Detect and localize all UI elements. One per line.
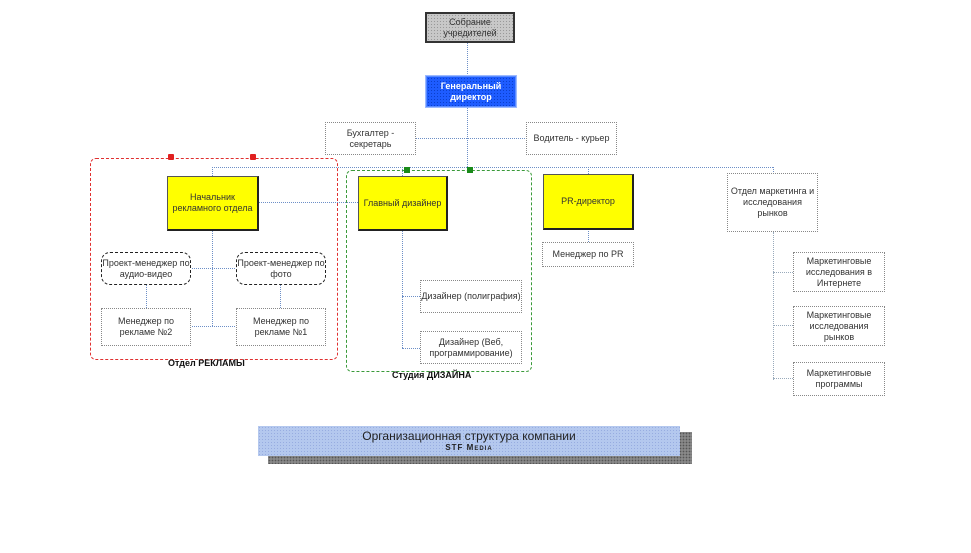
- connector-marketing-internet: [773, 272, 793, 273]
- title-banner: Организационная структура компании STF M…: [258, 426, 680, 456]
- connector-marketing: [773, 167, 774, 176]
- connector-pm-photo-manager1: [280, 285, 281, 308]
- connector-pm-row: [190, 268, 235, 269]
- connector-ad-design: [259, 202, 360, 203]
- node-pr-director[interactable]: PR-директор: [543, 174, 634, 230]
- connector-design-vertical: [402, 230, 403, 348]
- connector-designer-print: [402, 296, 420, 297]
- diagram-title: Организационная структура компании: [362, 429, 576, 443]
- ad-group-handle-left: [168, 154, 174, 160]
- node-marketing-market[interactable]: Маркетинговые исследования рынков: [793, 306, 885, 346]
- connector-pm-av-manager2: [146, 285, 147, 308]
- connector-ad-head: [212, 167, 213, 176]
- design-group-handle-right: [467, 167, 473, 173]
- node-chief-designer[interactable]: Главный дизайнер: [358, 176, 448, 231]
- connector-staff: [415, 138, 527, 139]
- node-pm-audio-video[interactable]: Проект-менеджер по аудио-видео: [101, 252, 191, 285]
- connector-marketing-market: [773, 325, 793, 326]
- connector-pr-manager: [588, 229, 589, 242]
- node-ad-head[interactable]: Начальник рекламного отдела: [167, 176, 259, 231]
- node-driver[interactable]: Водитель - курьер: [526, 122, 617, 155]
- diagram-subtitle: STF Media: [445, 443, 493, 452]
- node-general-director[interactable]: Генеральный директор: [426, 76, 516, 107]
- connector-director-main: [467, 107, 468, 167]
- connector-designer-web: [402, 348, 420, 349]
- node-accountant[interactable]: Бухгалтер - секретарь: [325, 122, 416, 155]
- design-studio-group: [346, 170, 532, 372]
- design-studio-label: Студия ДИЗАЙНА: [392, 370, 472, 380]
- node-founders[interactable]: Собрание учредителей: [425, 12, 515, 43]
- connector-chief-designer: [402, 167, 403, 176]
- connector-top-bus: [212, 167, 773, 168]
- ad-group-handle-right: [250, 154, 256, 160]
- node-pm-photo[interactable]: Проект-менеджер по фото: [236, 252, 326, 285]
- node-designer-print[interactable]: Дизайнер (полиграфия): [420, 280, 522, 313]
- connector-pr: [588, 167, 589, 176]
- node-marketing-internet[interactable]: Маркетинговые исследования в Интернете: [793, 252, 885, 292]
- ad-department-group: [90, 158, 338, 360]
- connector-founders-director: [467, 43, 468, 76]
- ad-department-label: Отдел РЕКЛАМЫ: [168, 358, 245, 368]
- connector-marketing-programs: [773, 378, 793, 379]
- node-pr-manager[interactable]: Менеджер по PR: [542, 242, 634, 267]
- node-designer-web[interactable]: Дизайнер (Веб, программирование): [420, 331, 522, 364]
- connector-manager-row: [190, 326, 235, 327]
- node-marketing-dept[interactable]: Отдел маркетинга и исследования рынков: [727, 173, 818, 232]
- node-ad-manager-2[interactable]: Менеджер по рекламе №2: [101, 308, 191, 346]
- design-group-handle-left: [404, 167, 410, 173]
- connector-ad-vertical: [212, 230, 213, 326]
- connector-marketing-vertical: [773, 232, 774, 380]
- node-marketing-programs[interactable]: Маркетинговые программы: [793, 362, 885, 396]
- node-ad-manager-1[interactable]: Менеджер по рекламе №1: [236, 308, 326, 346]
